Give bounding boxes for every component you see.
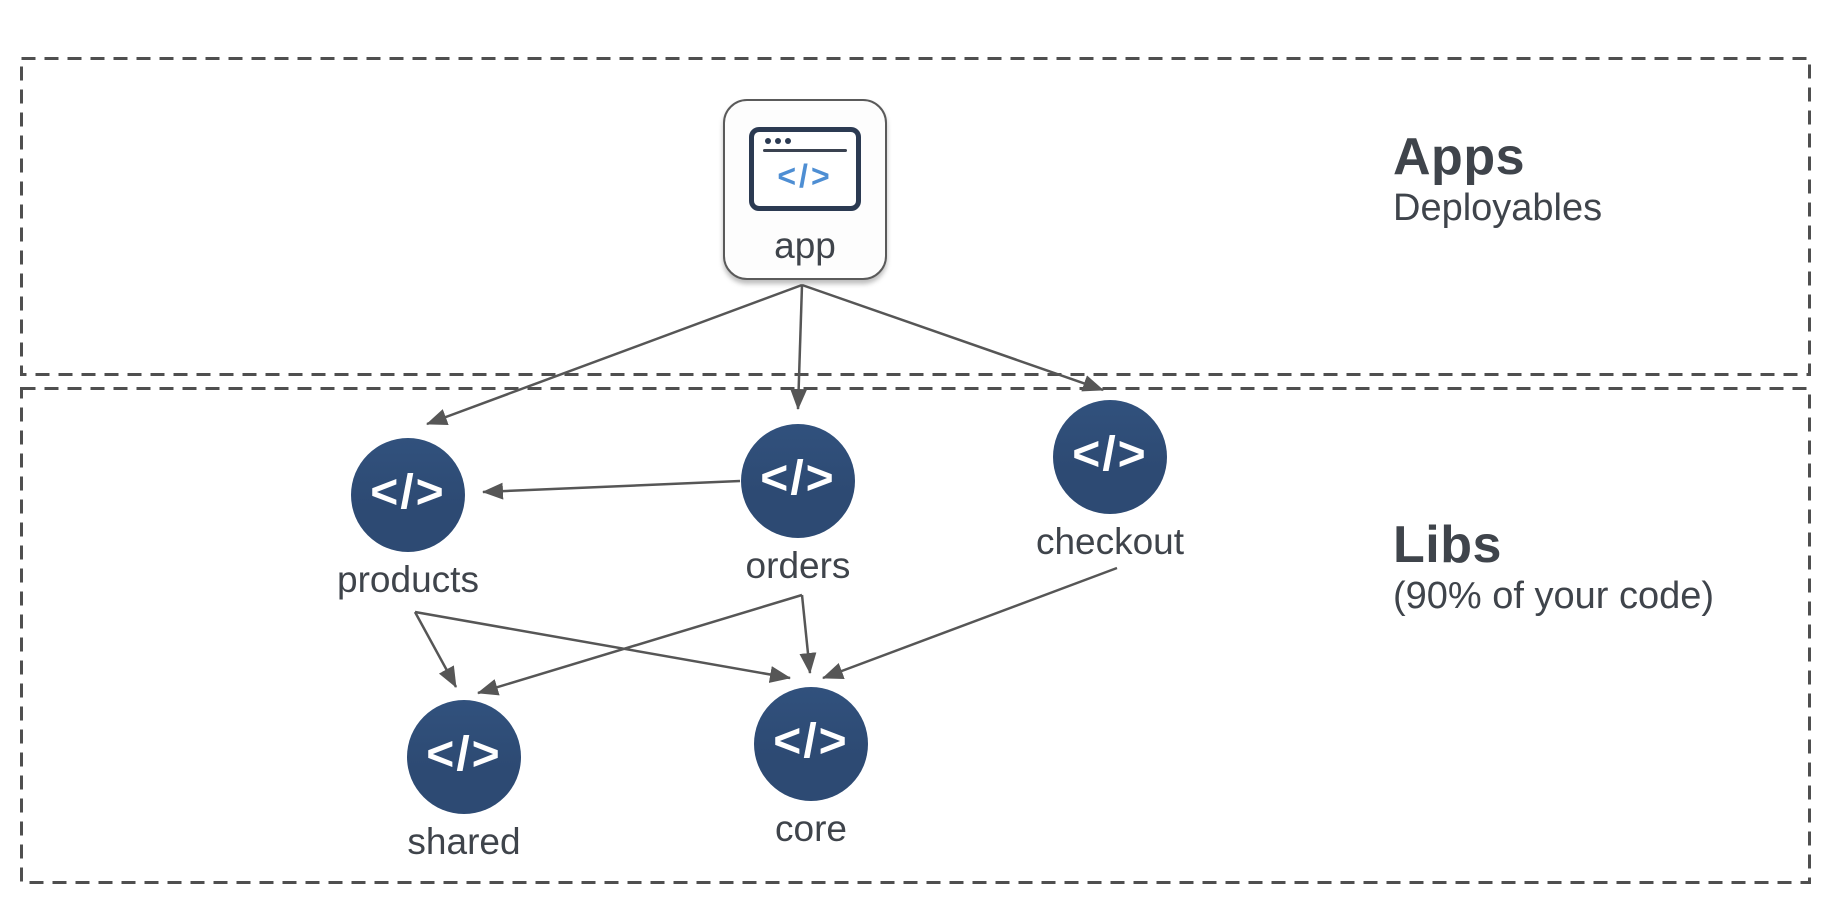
- code-icon: </>: [741, 424, 855, 538]
- window-dots-icon: [765, 138, 847, 144]
- node-products: </> products: [298, 438, 518, 601]
- node-label-orders: orders: [745, 545, 851, 586]
- edge-app-products: [426, 283, 803, 426]
- node-label-checkout: checkout: [1035, 521, 1185, 562]
- code-icon: </>: [1053, 400, 1167, 514]
- code-window-icon: </>: [749, 127, 861, 211]
- libs-zone-label: Libs (90% of your code): [1393, 518, 1714, 618]
- libs-zone-border: [20, 387, 1811, 884]
- node-label-products: products: [337, 559, 479, 600]
- edge-orders-shared: [477, 593, 803, 696]
- libs-zone-subtitle: (90% of your code): [1393, 575, 1715, 617]
- edge-products-core: [414, 610, 791, 683]
- node-shared: </> shared: [354, 700, 574, 863]
- edge-checkout-core: [822, 566, 1118, 680]
- edge-app-orders: [790, 284, 808, 410]
- code-icon: </>: [407, 700, 521, 814]
- edge-orders-products: [482, 479, 741, 500]
- apps-zone-title: Apps: [1393, 128, 1525, 186]
- dependency-edges: [413, 283, 1118, 696]
- libs-zone-title: Libs: [1393, 516, 1502, 574]
- node-label-core: core: [775, 808, 847, 849]
- apps-zone-border: [20, 57, 1811, 376]
- edge-products-shared: [413, 611, 458, 688]
- apps-zone-subtitle: Deployables: [1393, 187, 1603, 229]
- code-glyph: </>: [777, 158, 833, 194]
- edge-orders-core: [799, 594, 817, 674]
- node-label-app: app: [774, 225, 836, 266]
- node-orders: </> orders: [688, 424, 908, 587]
- code-icon: </>: [754, 687, 868, 801]
- edge-app-checkout: [801, 283, 1104, 392]
- node-app: </> app: [723, 99, 887, 280]
- window-divider: [763, 149, 847, 152]
- apps-zone-label: Apps Deployables: [1393, 130, 1602, 230]
- code-icon: </>: [351, 438, 465, 552]
- node-label-shared: shared: [407, 821, 521, 862]
- node-checkout: </> checkout: [1000, 400, 1220, 563]
- node-core: </> core: [701, 687, 921, 850]
